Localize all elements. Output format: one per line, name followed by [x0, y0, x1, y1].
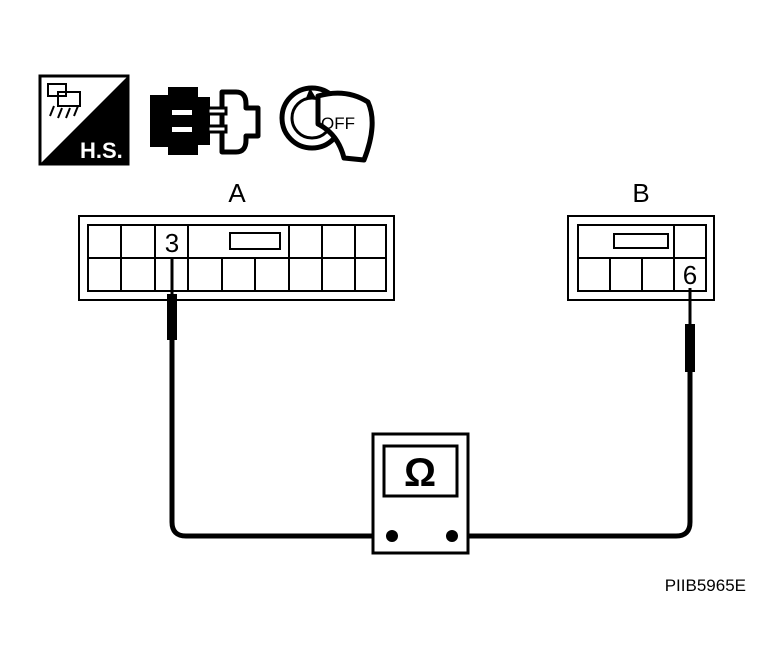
connector-a: A 3 [78, 178, 395, 301]
test-lead-a [167, 258, 392, 539]
connector-b-label: B [632, 178, 649, 208]
connector-b: B 6 [567, 178, 715, 301]
ohmmeter-probe-jack-left [386, 530, 398, 542]
ignition-off-label: OFF [321, 114, 355, 133]
harness-sign-label: H.S. [80, 138, 123, 163]
connector-b-pin: 6 [683, 260, 697, 290]
ignition-off-icon: OFF [279, 85, 375, 163]
disconnect-connector-icon [150, 87, 261, 155]
connector-a-pin: 3 [165, 228, 179, 258]
test-lead-b [452, 288, 695, 539]
ohmmeter: Ω [371, 432, 470, 555]
harness-sign-icon: H.S. [38, 74, 130, 166]
ohmmeter-symbol: Ω [404, 451, 436, 495]
ohmmeter-probe-jack-right [446, 530, 458, 542]
connector-a-label: A [228, 178, 246, 208]
figure-code: PIIB5965E [665, 576, 746, 595]
